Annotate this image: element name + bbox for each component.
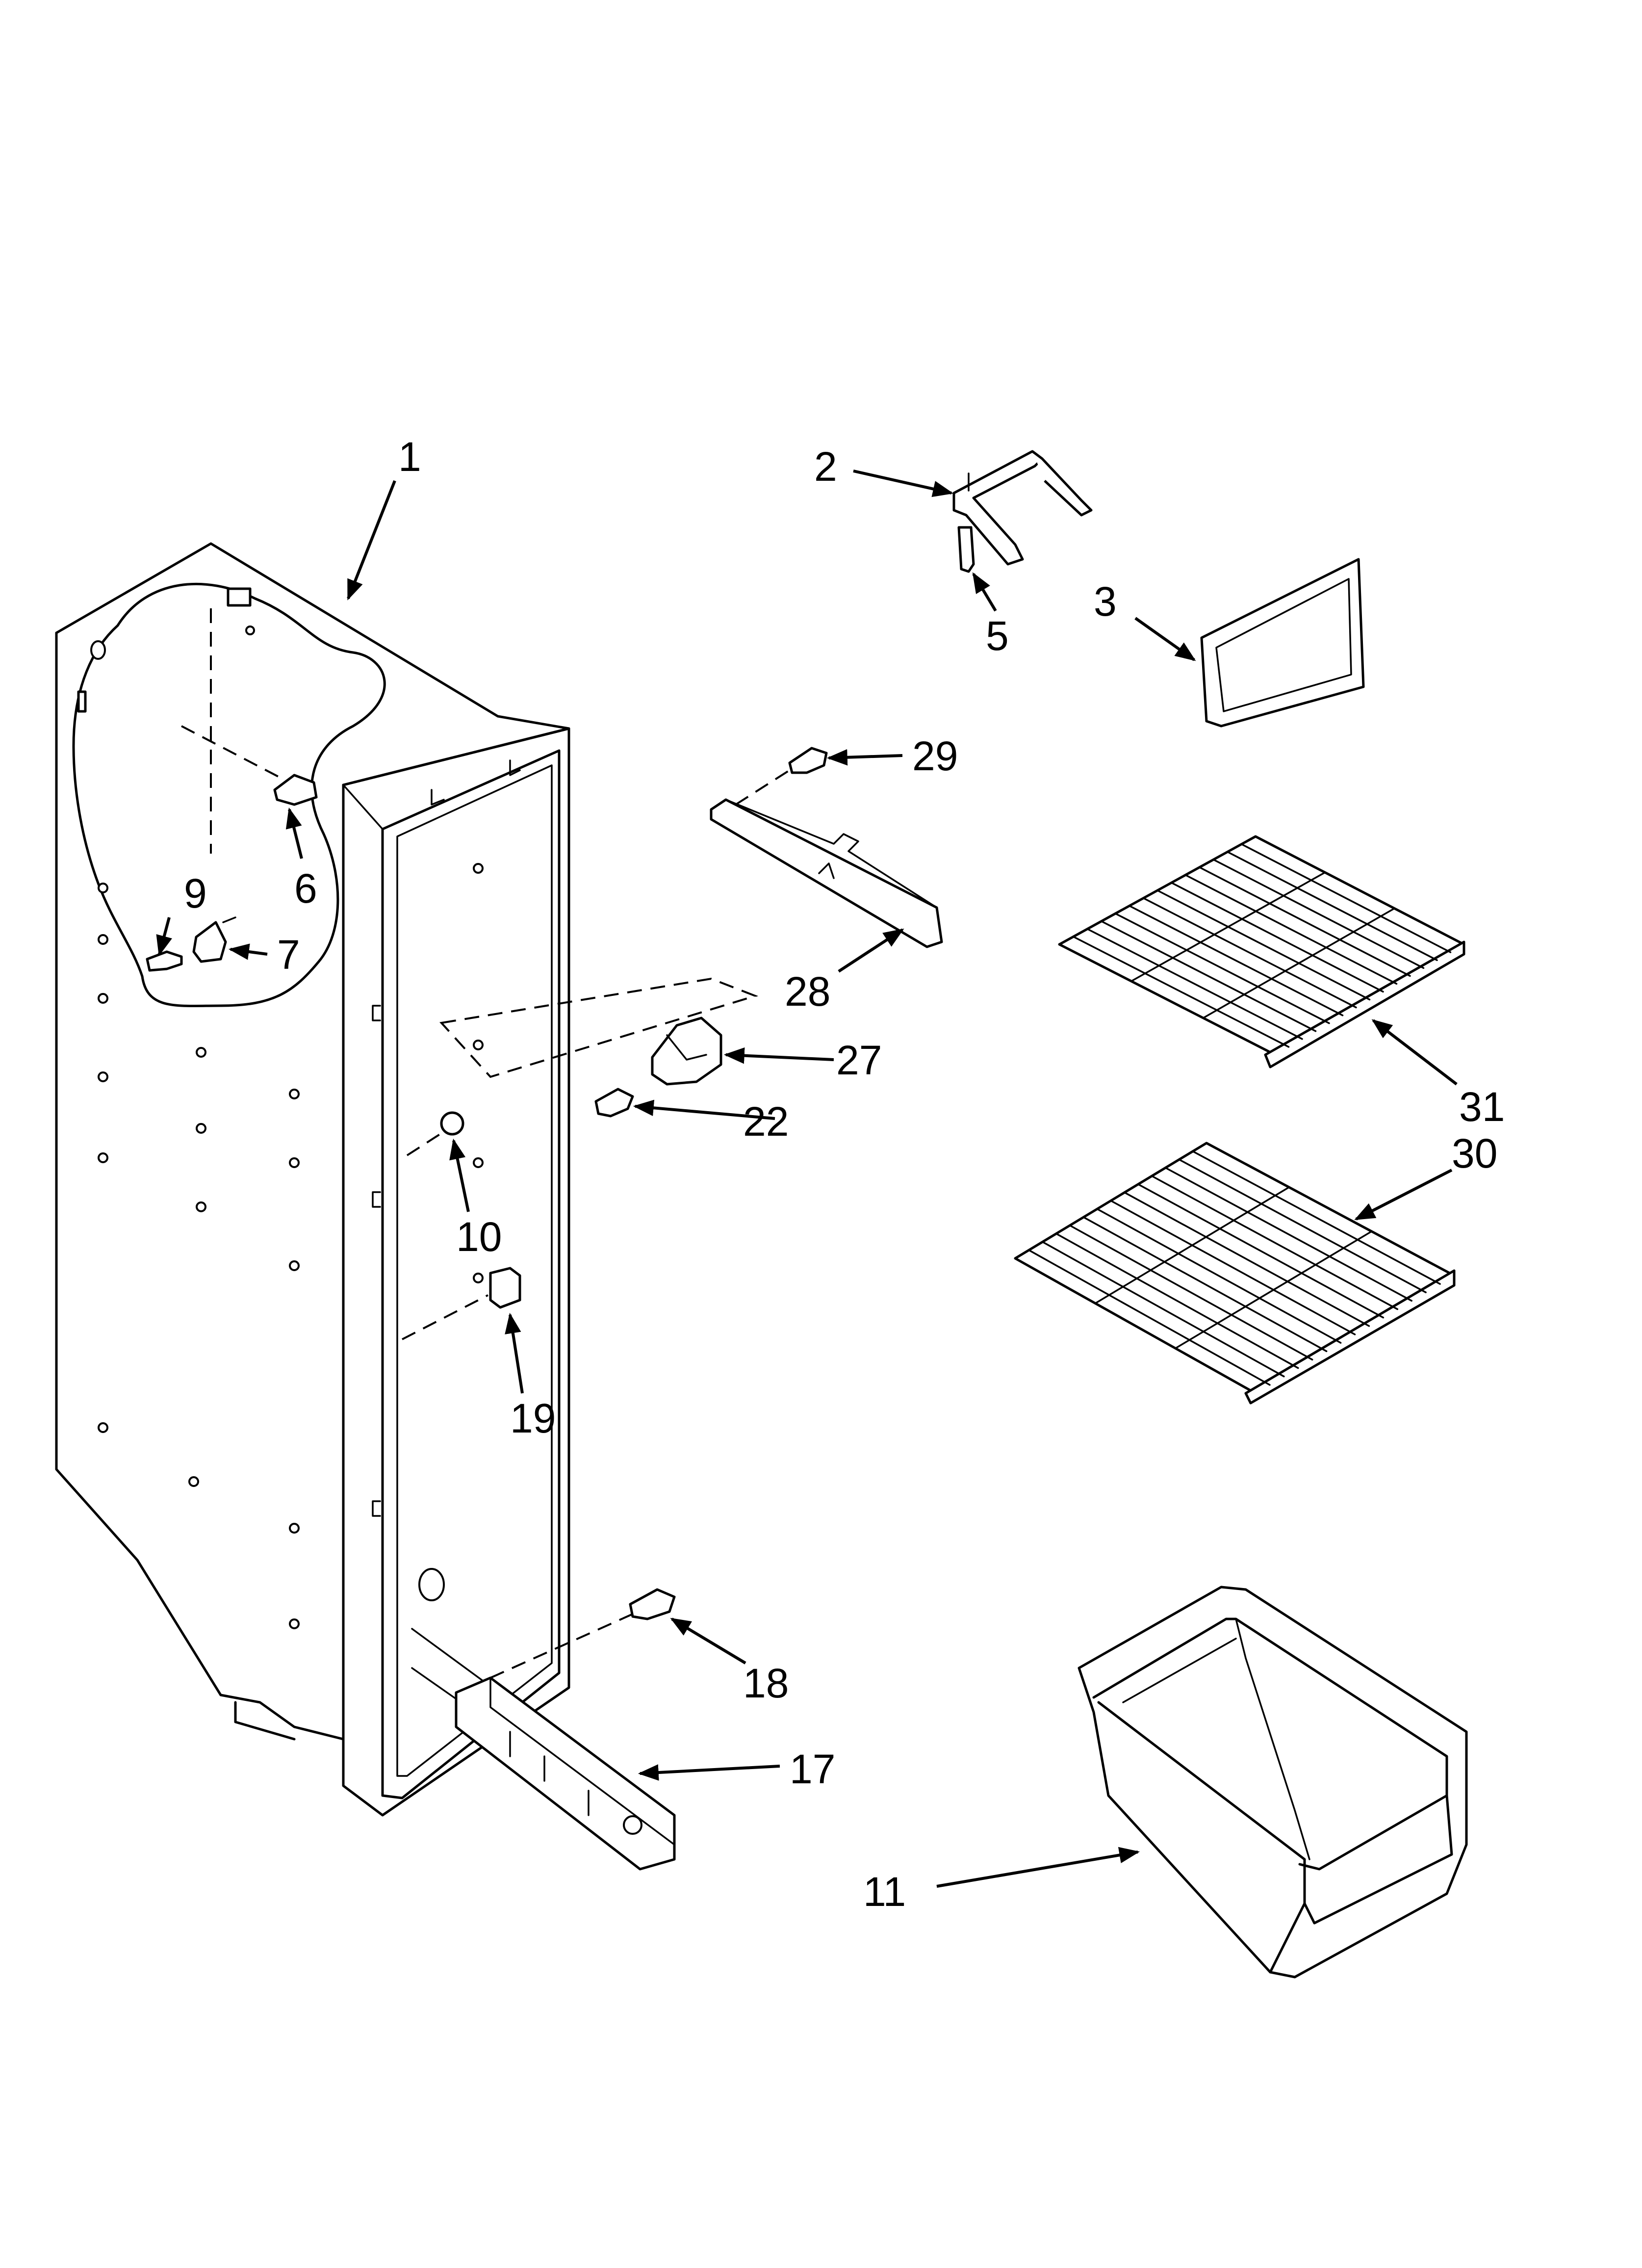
label-part-30: 30: [1452, 1130, 1497, 1176]
label-part-22: 22: [743, 1098, 789, 1145]
shelf-wire: [1100, 920, 1317, 1032]
leader-arrows: [156, 469, 1458, 1888]
shelf-wire: [1094, 1186, 1290, 1304]
bracket-part-27: [651, 1017, 722, 1086]
label-part-29: 29: [912, 733, 958, 779]
label-part-28: 28: [785, 968, 830, 1015]
shelf-wire: [1129, 905, 1344, 1017]
label-part-27: 27: [836, 1037, 882, 1083]
side-holes: [98, 863, 484, 1629]
shelf-wire: [1055, 1232, 1299, 1369]
screw-part-18: [490, 1588, 676, 1679]
shelf-wire: [1151, 1175, 1399, 1310]
label-part-9: 9: [184, 870, 207, 916]
screw-part-22: [594, 1088, 634, 1118]
shelf-wire: [1072, 936, 1290, 1048]
shelf-wire: [1170, 882, 1384, 993]
bin-part-11: [1078, 1586, 1468, 1979]
shelf-wire: [1130, 871, 1326, 982]
shelf-wire: [1240, 843, 1452, 953]
label-part-11: 11: [863, 1869, 906, 1915]
shelf-wire: [1142, 897, 1357, 1009]
label-part-31: 31: [1459, 1084, 1505, 1130]
shelf-wire: [1096, 1208, 1342, 1344]
shelf-wire: [1156, 889, 1371, 1001]
label-part-7: 7: [277, 932, 300, 978]
shelf-wire: [1069, 1225, 1313, 1361]
shelf-wire: [1192, 1150, 1441, 1285]
label-part-17: 17: [790, 1746, 835, 1792]
shelf-wire: [1227, 851, 1438, 961]
freezer-liner: [55, 542, 570, 1817]
shelf-wire: [1202, 907, 1396, 1019]
shelf-wire: [1212, 859, 1425, 969]
shelf-wire: [1082, 1216, 1328, 1353]
label-part-6: 6: [294, 865, 317, 912]
label-part-18: 18: [743, 1660, 789, 1706]
panel-part-3: [1200, 558, 1365, 728]
rail-part-28: [710, 798, 943, 948]
shelf-wire: [1114, 912, 1330, 1024]
screw-part-5: [957, 526, 975, 573]
screw-part-29: [735, 747, 828, 806]
shelf-wire: [1028, 1249, 1271, 1386]
shelf-wire: [1041, 1241, 1285, 1378]
shelf-wire: [1198, 866, 1411, 977]
shelf-wire: [1184, 874, 1398, 985]
switch-part-19: [402, 1267, 521, 1340]
clip-part-6: [273, 774, 318, 806]
wire-shelf-part-31: [1058, 835, 1465, 1069]
shelf-wire: [1164, 1167, 1412, 1302]
part-labels: 1 2 3 5 6 7 9 10 11 17 18 19 22 27 28 29…: [184, 434, 1505, 1915]
plug-part-10: [406, 1111, 464, 1156]
cover-part-17: [455, 1676, 676, 1871]
shelf-wire: [1110, 1199, 1356, 1335]
label-part-10: 10: [456, 1214, 502, 1260]
shelf-wire: [1178, 1158, 1427, 1294]
shelf-wire: [1124, 1191, 1370, 1327]
shelf-wire: [1086, 928, 1303, 1040]
bracket-part-2: [952, 450, 1093, 566]
label-part-3: 3: [1094, 578, 1117, 625]
mount-area: [439, 977, 759, 1078]
label-part-1: 1: [398, 434, 421, 480]
shelf-wire: [1174, 1230, 1373, 1350]
wire-shelf-part-30: [1014, 1142, 1456, 1405]
bracket-part-7: [192, 916, 236, 963]
screw-part-9: [146, 950, 183, 972]
label-part-19: 19: [510, 1395, 556, 1441]
label-part-5: 5: [986, 613, 1009, 659]
shelf-wire: [1137, 1183, 1385, 1319]
label-part-2: 2: [814, 443, 837, 490]
